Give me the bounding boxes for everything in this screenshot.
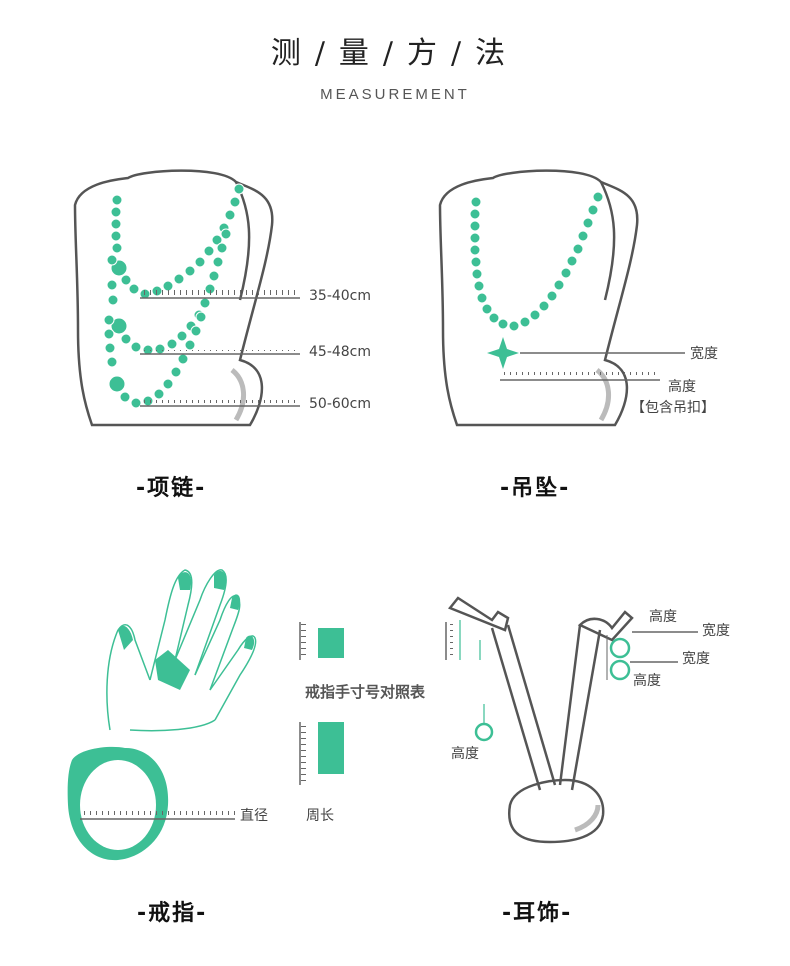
pendant-note: 【包含吊扣】 bbox=[631, 400, 715, 416]
ring-circumference-label: 周长 bbox=[306, 808, 334, 824]
pendant-width-label: 宽度 bbox=[690, 346, 718, 362]
page-subtitle: MEASUREMENT bbox=[320, 86, 470, 103]
size-chart-top-ruler bbox=[299, 622, 344, 660]
necklace-strand-1 bbox=[110, 183, 245, 300]
necklace-measure-1: 35-40cm bbox=[309, 288, 372, 304]
earring-stand-icon bbox=[447, 596, 634, 844]
earring-hoop-left-icon bbox=[474, 722, 494, 742]
earring-right-icon bbox=[606, 635, 631, 681]
earring-right-width-label-1: 宽度 bbox=[702, 623, 730, 639]
pendant-bust-icon bbox=[438, 169, 639, 427]
ring-section-label: -戒指- bbox=[137, 901, 208, 926]
hand-icon bbox=[106, 569, 257, 732]
pendant-height-ruler bbox=[500, 372, 660, 381]
necklace-section-label: -项链- bbox=[136, 476, 207, 501]
necklace-measure-2: 45-48cm bbox=[309, 344, 372, 360]
stand-base-shadow bbox=[574, 804, 601, 833]
ring-diameter-label: 直径 bbox=[240, 808, 268, 824]
necklace-strand-3 bbox=[103, 297, 211, 409]
pendant-section-label: -吊坠- bbox=[500, 476, 571, 501]
hand-nails bbox=[118, 570, 255, 650]
pendant-height-label: 高度 bbox=[668, 379, 696, 395]
necklace-ruler-3 bbox=[140, 398, 300, 407]
ring-diameter-ruler bbox=[80, 811, 235, 820]
size-chart-bottom-ruler bbox=[299, 722, 344, 785]
earring-right-height-label-2: 高度 bbox=[633, 673, 661, 689]
earring-left-ruler bbox=[445, 620, 481, 660]
earring-left-height-label: 高度 bbox=[451, 746, 479, 762]
earring-right-width-label-2: 宽度 bbox=[682, 651, 710, 667]
earring-section-label: -耳饰- bbox=[502, 901, 573, 926]
pendant-width-ruler bbox=[520, 345, 685, 354]
ring-size-chart-title: 戒指手寸号对照表 bbox=[305, 683, 426, 701]
necklace-ruler-2 bbox=[140, 346, 300, 355]
earring-right-height-label-1: 高度 bbox=[649, 609, 677, 625]
pendant-star-icon bbox=[487, 337, 519, 369]
ring-icon bbox=[67, 746, 169, 861]
pendant-chain bbox=[469, 191, 604, 332]
necklace-ruler-1 bbox=[140, 290, 300, 299]
earring-right-ruler-mid bbox=[630, 655, 678, 663]
page-title: 测/量/方/法 bbox=[270, 36, 520, 71]
necklace-beads bbox=[103, 183, 245, 409]
necklace-measure-3: 50-60cm bbox=[309, 396, 372, 412]
earring-right-ruler-top bbox=[632, 625, 698, 633]
hand-ring-band bbox=[155, 650, 190, 690]
